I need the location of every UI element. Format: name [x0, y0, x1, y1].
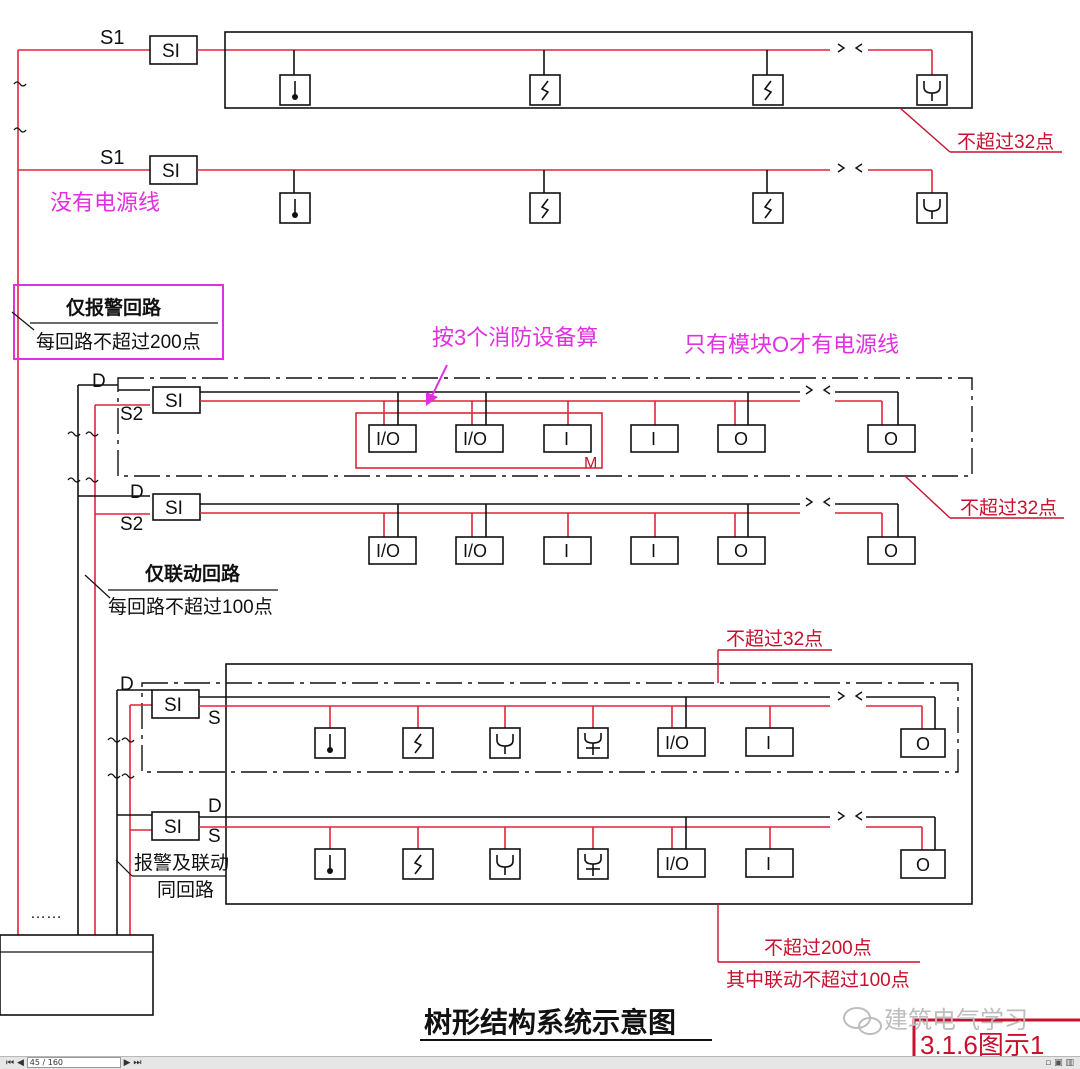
heat-detector-icon	[529, 74, 561, 106]
module-io-label: I/O	[665, 854, 689, 874]
signal-line-label-s: S	[208, 826, 221, 847]
max-32-note: 不超过32点	[960, 497, 1057, 519]
only-module-o-power-note: 只有模块O才有电源线	[684, 332, 899, 357]
module-o-label: O	[916, 734, 930, 754]
max-32-note: 不超过32点	[957, 131, 1054, 153]
manual-call-point-icon	[489, 727, 521, 759]
trunk-lines	[0, 50, 154, 1016]
combined-module-label-m: M	[584, 455, 597, 472]
alarm-only-limit: 每回路不超过200点	[36, 331, 201, 353]
power-line-label-d: D	[208, 796, 222, 817]
loop-row-1	[18, 31, 1062, 153]
si-label: SI	[162, 41, 180, 62]
heat-detector-icon	[402, 727, 434, 759]
combined-title: 同回路	[157, 879, 214, 901]
signal-line-label-s2: S2	[120, 514, 143, 535]
smoke-detector-icon	[279, 74, 311, 106]
module-i-label: I	[651, 541, 656, 561]
view-mode-icons[interactable]: ▫ ▣ ▥	[1045, 1058, 1074, 1068]
smoke-detector-icon	[314, 727, 346, 759]
smoke-detector-icon	[279, 192, 311, 224]
si-label: SI	[164, 695, 182, 716]
module-i-label: I	[564, 429, 569, 449]
loop-row-2	[18, 155, 948, 224]
module-o-label: O	[884, 429, 898, 449]
ellipsis: ……	[30, 905, 62, 922]
si-box-2	[149, 155, 198, 185]
module-o-label: O	[734, 429, 748, 449]
linkage-only-limit: 每回路不超过100点	[108, 596, 273, 618]
loop-row-4	[78, 493, 916, 565]
si-label: SI	[162, 161, 180, 182]
combined-limit: 不超过200点	[764, 937, 872, 959]
si-label: SI	[165, 391, 183, 412]
module-io-label: I/O	[376, 429, 400, 449]
diagram-title: 树形结构系统示意图	[424, 1006, 676, 1038]
hydrant-button-icon	[577, 727, 609, 759]
module-io-label: I/O	[463, 429, 487, 449]
manual-call-point-icon	[916, 192, 948, 224]
combined-module-frame	[355, 412, 603, 469]
max-32-note: 不超过32点	[726, 628, 823, 650]
module-o-label: O	[884, 541, 898, 561]
module-o-label: O	[734, 541, 748, 561]
next-page-button[interactable]: ▶ ⏭	[123, 1058, 142, 1068]
power-line-label-d: D	[92, 371, 106, 392]
loop-label-s1: S1	[100, 27, 124, 49]
controller-panel	[0, 934, 154, 1016]
loop-label-s1: S1	[100, 147, 124, 169]
module-i-label: I	[766, 854, 771, 874]
page-navigation: ⏮ ◀ 45 / 160 ▶ ⏭	[6, 1057, 142, 1069]
si-box-6	[151, 811, 200, 841]
figure-number: 3.1.6图示1	[920, 1030, 1044, 1060]
module-io-label: I/O	[376, 541, 400, 561]
heat-detector-icon	[529, 192, 561, 224]
si-box-1	[149, 35, 198, 65]
module-i-label: I	[766, 733, 771, 753]
combined-limit: 其中联动不超过100点	[726, 969, 910, 991]
hydrant-button-icon	[577, 848, 609, 880]
module-i-label: I	[651, 429, 656, 449]
si-box-4	[152, 493, 201, 521]
module-i-label: I	[564, 541, 569, 561]
module-o-label: O	[916, 855, 930, 875]
si-label: SI	[165, 498, 183, 519]
alarm-only-highlight	[13, 284, 224, 360]
manual-call-point-icon	[916, 74, 948, 106]
combined-title: 报警及联动	[134, 852, 229, 874]
si-label: SI	[164, 817, 182, 838]
prev-page-button[interactable]: ⏮ ◀	[6, 1058, 24, 1068]
module-io-label: I/O	[463, 541, 487, 561]
page-number-input[interactable]: 45 / 160	[26, 1057, 121, 1068]
signal-line-label-s: S	[208, 708, 221, 729]
si-box-3	[152, 386, 201, 414]
no-power-line-note: 没有电源线	[50, 190, 160, 215]
signal-line-label-s2: S2	[120, 404, 143, 425]
count-as-three-note: 按3个消防设备算	[432, 325, 598, 350]
smoke-detector-icon	[314, 848, 346, 880]
heat-detector-icon	[752, 192, 784, 224]
linkage-only-title: 仅联动回路	[144, 562, 241, 585]
combined-loops	[115, 649, 973, 963]
module-io-label: I/O	[665, 733, 689, 753]
loop-row-3	[78, 377, 1064, 519]
heat-detector-icon	[402, 848, 434, 880]
power-line-label-d: D	[120, 674, 134, 695]
status-bar: ⏮ ◀ 45 / 160 ▶ ⏭ ▫ ▣ ▥	[0, 1056, 1080, 1069]
power-line-label-d: D	[130, 482, 144, 503]
alarm-only-title: 仅报警回路	[65, 296, 162, 319]
wechat-icon	[843, 1007, 882, 1035]
watermark: 建筑电气学习	[884, 1007, 1028, 1034]
si-box-5	[151, 689, 200, 719]
heat-detector-icon	[752, 74, 784, 106]
manual-call-point-icon	[489, 848, 521, 880]
